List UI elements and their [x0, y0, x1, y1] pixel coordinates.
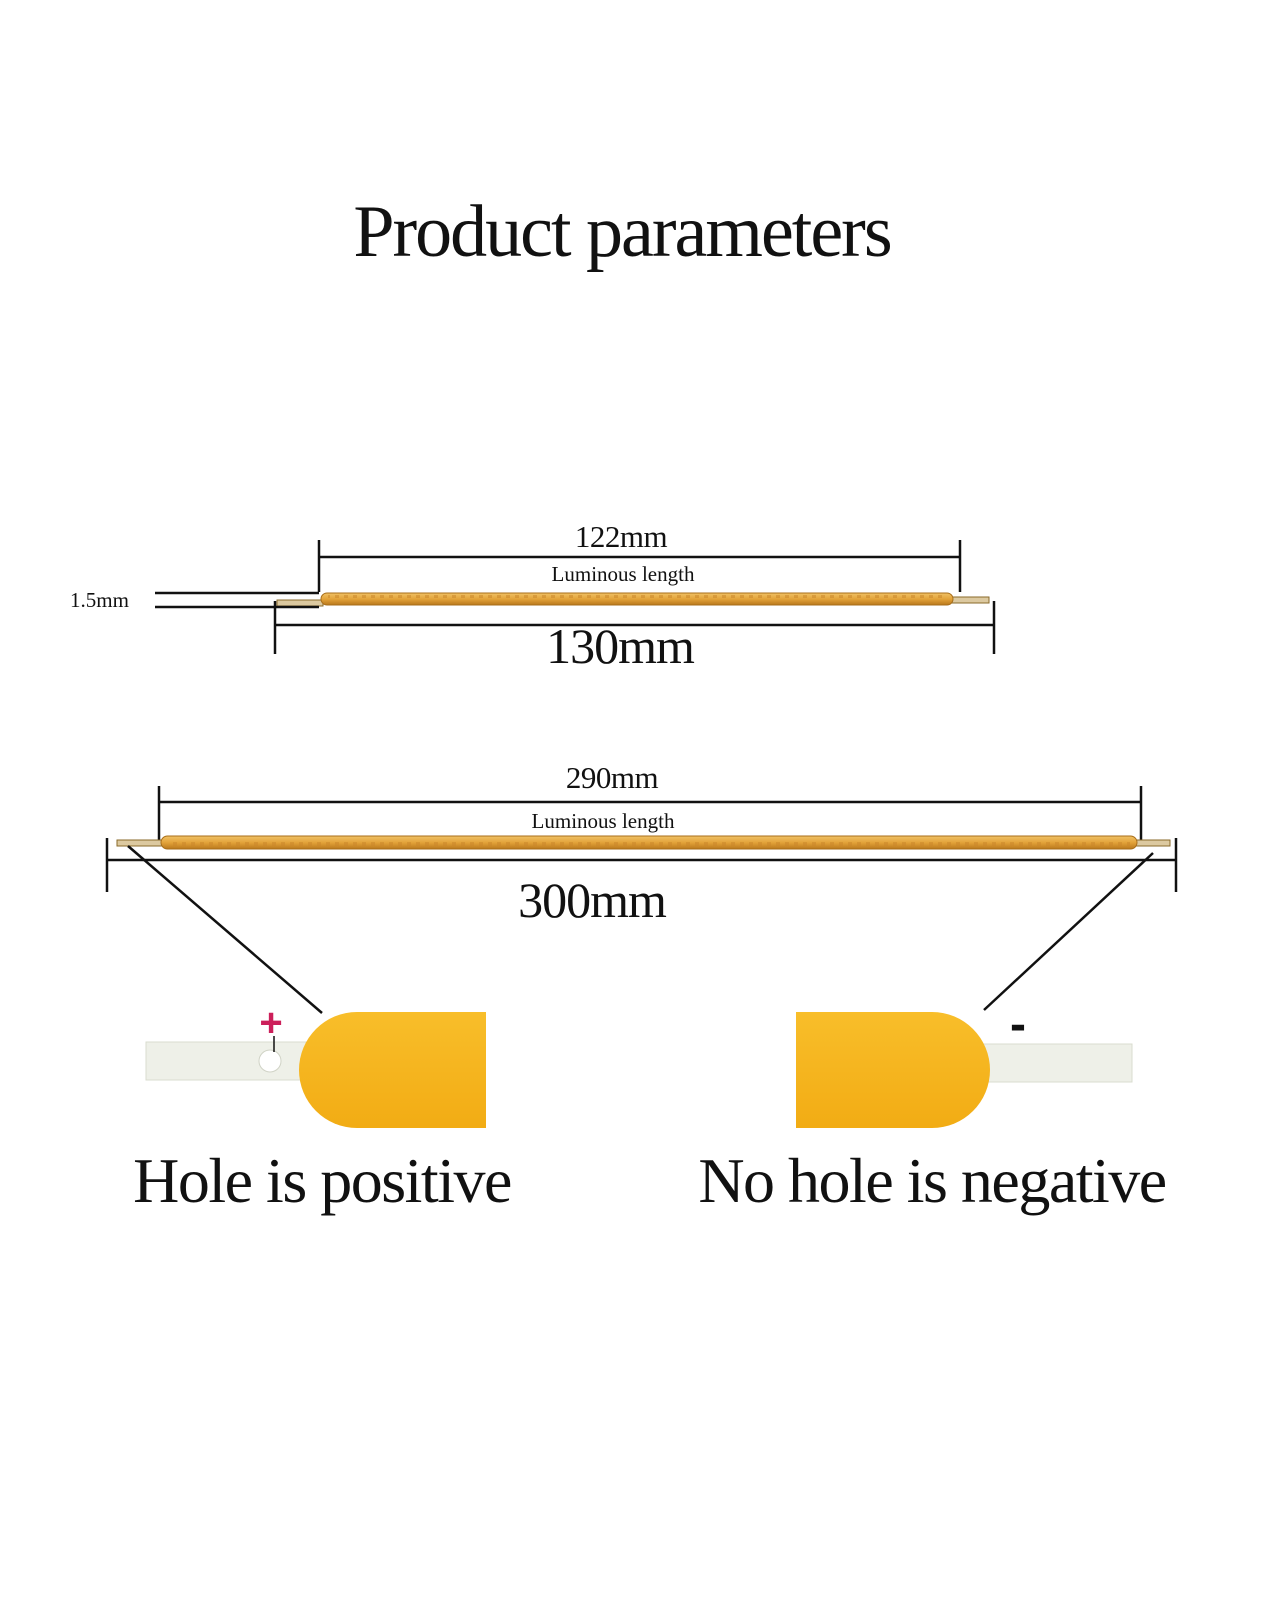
short-luminous-length-label: Luminous length [552, 562, 695, 586]
thickness-value: 1.5mm [70, 588, 129, 612]
negative-end-closeup: - [796, 998, 1133, 1128]
positive-callout-line [127, 845, 323, 1014]
long-luminous-length-label: Luminous length [532, 809, 675, 833]
positive-symbol: + [259, 1001, 282, 1045]
negative-callout-line [983, 852, 1154, 1011]
long-strip-led-pattern [168, 838, 1130, 847]
long-strip-left-pin [116, 839, 166, 847]
long-luminous-length-value: 290mm [566, 760, 659, 795]
negative-wire [979, 1043, 1133, 1083]
short-luminous-length-value: 122mm [575, 519, 668, 554]
short-strip-led-pattern [328, 595, 946, 603]
negative-symbol: - [1010, 998, 1026, 1051]
long-total-length-value: 300mm [518, 872, 667, 928]
negative-pad [796, 1012, 990, 1128]
negative-caption: No hole is negative [698, 1145, 1165, 1216]
positive-caption: Hole is positive [133, 1145, 511, 1216]
positive-hole [258, 1049, 282, 1073]
page-title: Product parameters [353, 191, 890, 273]
positive-pad [299, 1012, 486, 1128]
short-strip-left-pin [276, 599, 324, 607]
long-strip-diagram: 290mm Luminous length 300mm [105, 760, 1178, 1014]
positive-end-closeup: + [145, 1001, 486, 1128]
short-total-length-value: 130mm [546, 618, 695, 674]
positive-wire [145, 1041, 307, 1081]
short-strip-right-pin [950, 596, 990, 604]
short-strip-diagram: 122mm Luminous length 1.5mm 130mm [70, 519, 996, 674]
